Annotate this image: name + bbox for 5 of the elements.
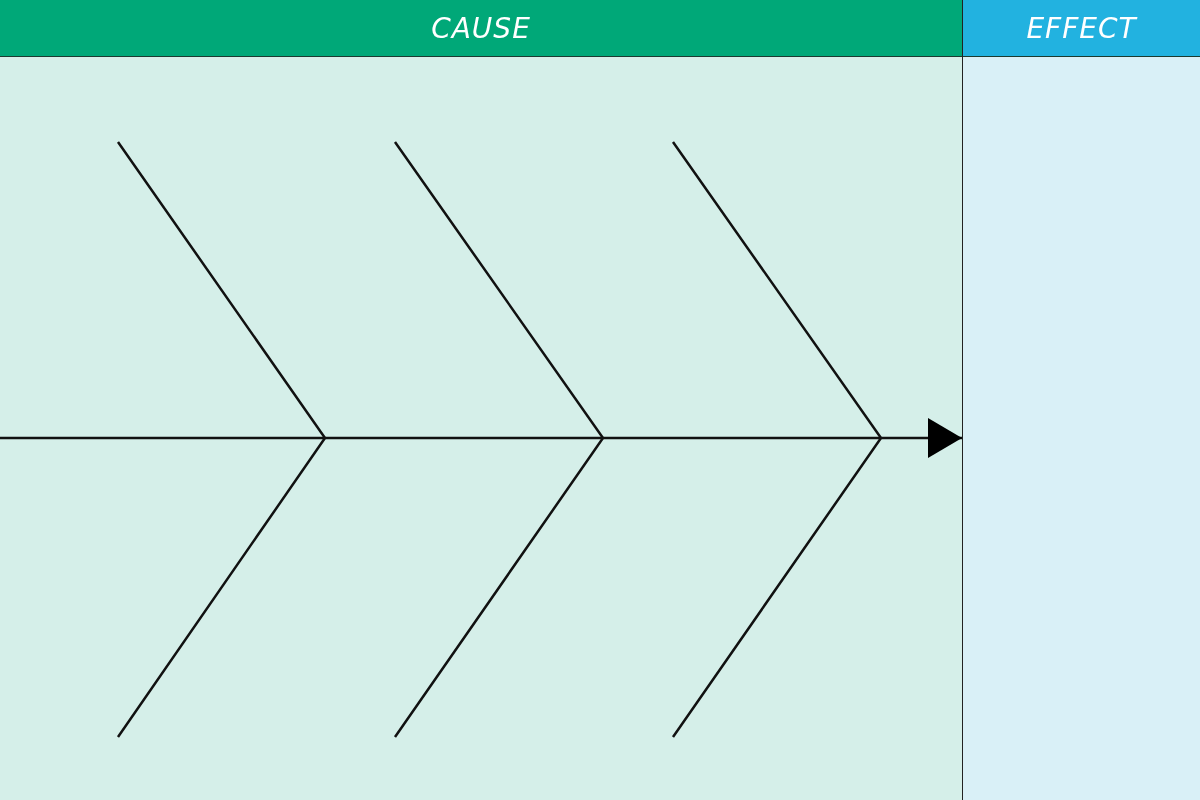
effect-panel (962, 0, 1200, 800)
column-heading: EFFECT (963, 0, 1200, 57)
cause-panel (0, 0, 962, 800)
column-heading: CAUSE (0, 0, 962, 57)
spine-arrow (0, 418, 962, 458)
